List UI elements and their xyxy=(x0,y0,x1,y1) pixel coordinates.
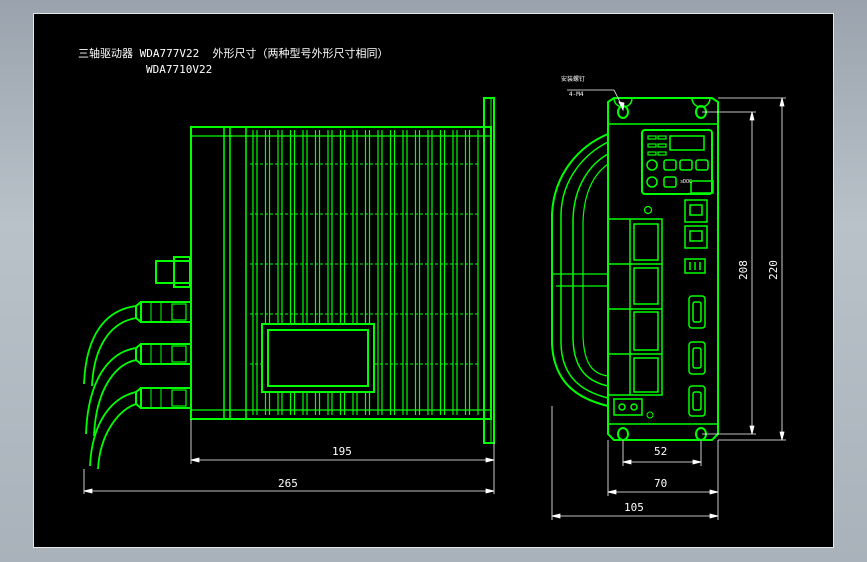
cables xyxy=(83,305,137,470)
dimension-52: 52 xyxy=(654,445,668,458)
callout-hole-spec: 4-M4 xyxy=(569,91,584,98)
side-view xyxy=(83,97,495,470)
title-line-1: 三轴驱动器 WDA777V22 外形尺寸（两种型号外形尺寸相同） xyxy=(78,47,389,60)
title-line-2: WDA7710V22 xyxy=(146,63,213,76)
cable-connector-3 xyxy=(135,387,192,409)
front-dimensions xyxy=(551,89,786,520)
cad-drawing xyxy=(83,89,786,520)
dimension-265: 265 xyxy=(278,477,298,490)
rj45-ports xyxy=(684,199,708,274)
mount-hole-bottom-left xyxy=(617,427,629,441)
dimension-70: 70 xyxy=(654,477,668,490)
dimension-208: 208 xyxy=(737,260,750,280)
ground-terminal xyxy=(613,398,654,419)
cable-connector-2 xyxy=(135,343,192,365)
led-display xyxy=(669,135,705,151)
dimension-105: 105 xyxy=(624,501,644,514)
dimension-195: 195 xyxy=(332,445,352,458)
front-view xyxy=(551,97,719,441)
terminal-block xyxy=(607,218,663,396)
mounting-flange xyxy=(483,97,495,444)
side-dimensions xyxy=(83,419,495,494)
cable-connector-1 xyxy=(135,301,192,323)
keypad xyxy=(646,159,709,188)
panel-brand: ɜDOC xyxy=(680,179,693,185)
encoder-connectors xyxy=(688,295,706,417)
comm-port xyxy=(690,180,714,194)
status-led xyxy=(643,205,653,215)
display-panel xyxy=(641,129,713,195)
side-handle xyxy=(551,133,609,407)
callout-hole-label: 安装螺钉 xyxy=(561,76,586,83)
drawing-frame: 三轴驱动器 WDA777V22 外形尺寸（两种型号外形尺寸相同） WDA7710… xyxy=(33,13,834,548)
dimension-220: 220 xyxy=(767,260,780,280)
